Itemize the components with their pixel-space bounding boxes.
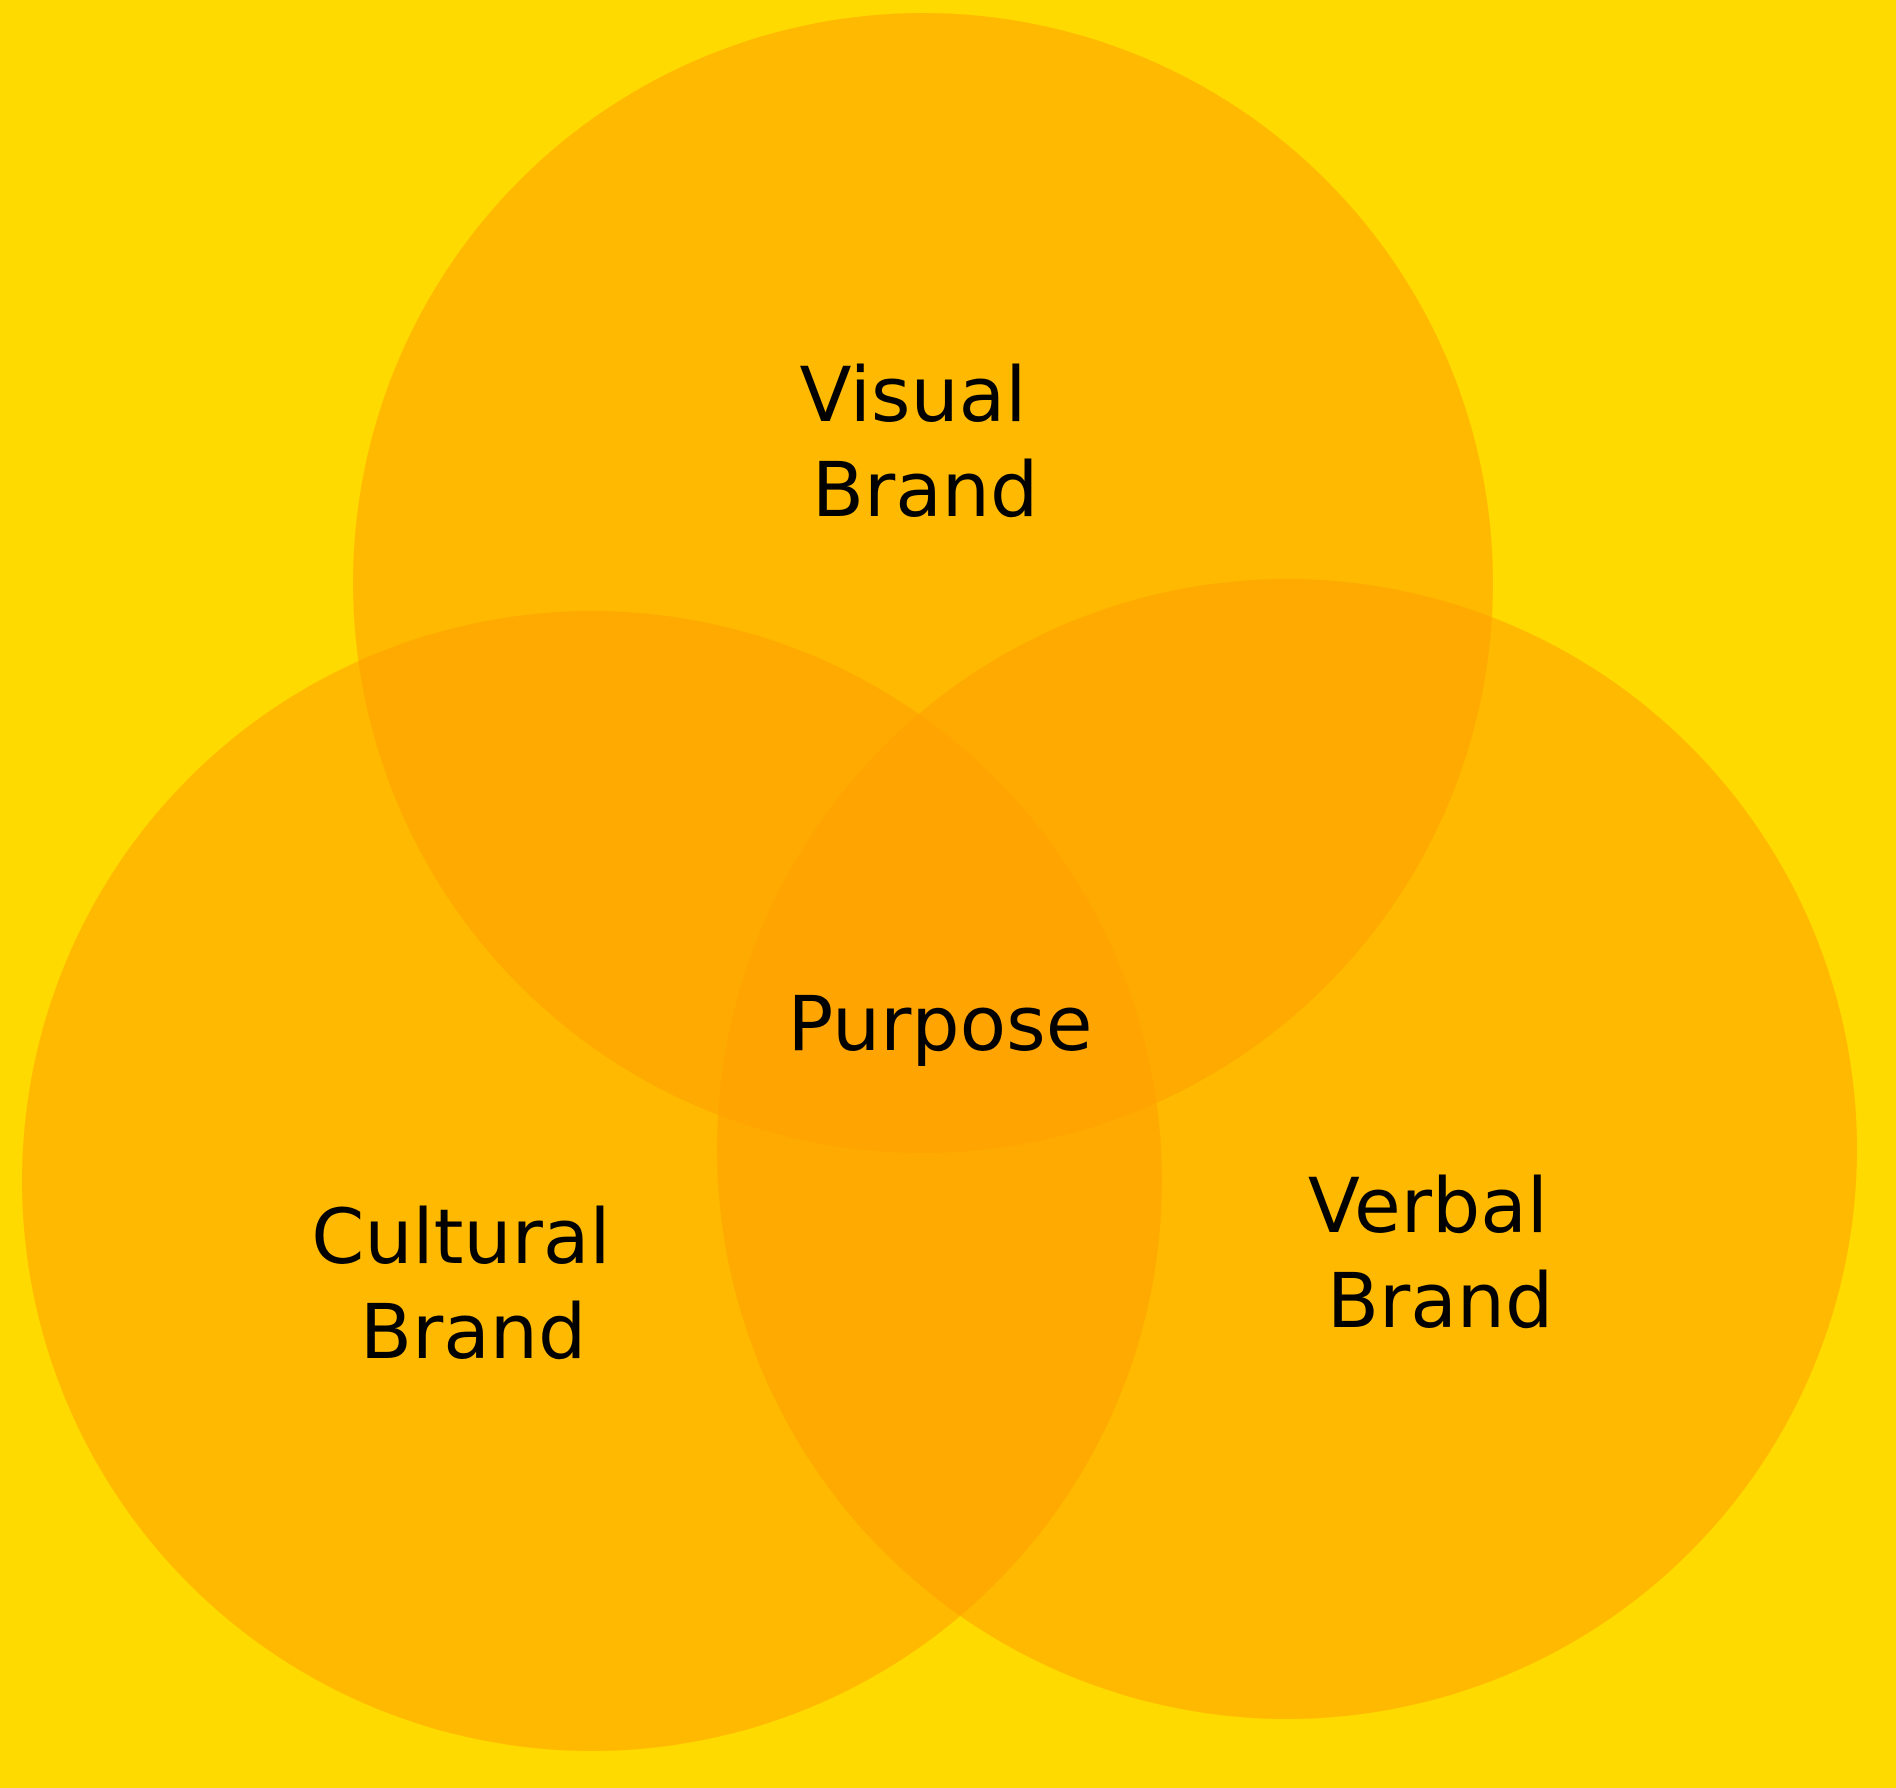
label-visual-brand: Visual Brand xyxy=(799,350,1050,534)
label-center-purpose: Purpose xyxy=(787,979,1092,1068)
label-verbal-brand: Verbal Brand xyxy=(1308,1161,1572,1345)
label-cultural-line-1: Cultural xyxy=(311,1192,610,1281)
label-verbal-line-2: Brand xyxy=(1327,1256,1553,1345)
label-verbal-line-1: Verbal xyxy=(1308,1161,1548,1250)
label-visual-line-2: Brand xyxy=(812,445,1038,534)
label-cultural-line-2: Brand xyxy=(360,1287,586,1376)
label-cultural-brand: Cultural Brand xyxy=(311,1192,634,1376)
circle-verbal-brand xyxy=(717,579,1857,1719)
label-visual-line-1: Visual xyxy=(799,350,1026,439)
